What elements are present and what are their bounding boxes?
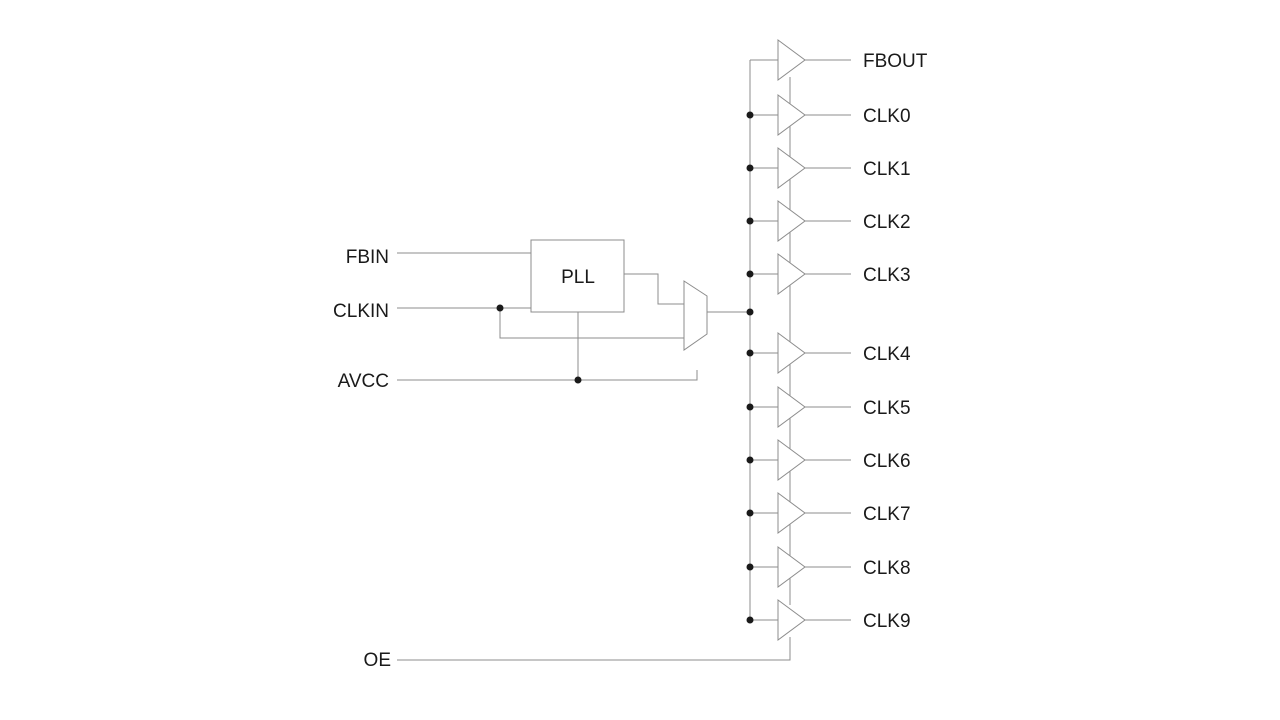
bus-junction-dot-clk3 (746, 270, 754, 278)
buffer-clk2 (777, 200, 806, 242)
buffer-clk9 (777, 599, 806, 641)
output-label-clk8: CLK8 (863, 558, 911, 579)
output-label-clk4: CLK4 (863, 344, 911, 365)
pll-block (530, 239, 625, 313)
bus-junction-dot-clk5 (746, 403, 754, 411)
buffer-clk7 (777, 492, 806, 534)
input-label-clkin: CLKIN (333, 301, 389, 322)
mux-bus-junction-dot (746, 308, 754, 316)
output-buffers: FBOUT CLK0CLK1CLK2CLK3CLK4CLK5CLK6CLK7CLK… (746, 39, 928, 641)
output-label-clk0: CLK0 (863, 106, 911, 127)
output-label-clk5: CLK5 (863, 398, 911, 419)
output-label-clk1: CLK1 (863, 159, 911, 180)
input-label-avcc: AVCC (338, 371, 389, 392)
input-label-fbin: FBIN (346, 247, 389, 268)
input-label-oe: OE (364, 650, 391, 671)
buffer-clk5 (777, 386, 806, 428)
buffer-clk8 (777, 546, 806, 588)
output-label-clk2: CLK2 (863, 212, 911, 233)
buffer-clk6 (777, 439, 806, 481)
pll-output-wire (624, 273, 684, 305)
pll-label: PLL (561, 267, 595, 288)
bus-junction-dot-clk8 (746, 563, 754, 571)
bus-junction-dot-clk2 (746, 217, 754, 225)
output-label-clk7: CLK7 (863, 504, 911, 525)
buffer-clk3 (777, 253, 806, 295)
output-label-clk6: CLK6 (863, 451, 911, 472)
avcc-junction-dot (574, 376, 582, 384)
buffer-clk1 (777, 147, 806, 189)
clkin-junction-dot (496, 304, 504, 312)
avcc-wire (397, 370, 698, 381)
oe-wire (397, 637, 791, 661)
output-label-fbout: FBOUT (863, 51, 928, 72)
clkin-bypass-wire (499, 308, 690, 339)
bypass-mux (683, 280, 708, 351)
bus-junction-dot-clk4 (746, 349, 754, 357)
buffer-clk4 (777, 332, 806, 374)
buffer-fbout (777, 39, 806, 81)
bus-junction-dot-clk0 (746, 111, 754, 119)
output-label-clk3: CLK3 (863, 265, 911, 286)
bus-junction-dot-clk1 (746, 164, 754, 172)
bus-junction-dot-clk9 (746, 616, 754, 624)
output-label-clk9: CLK9 (863, 611, 911, 632)
bus-junction-dot-clk7 (746, 509, 754, 517)
bus-junction-dot-clk6 (746, 456, 754, 464)
buffer-clk0 (777, 94, 806, 136)
